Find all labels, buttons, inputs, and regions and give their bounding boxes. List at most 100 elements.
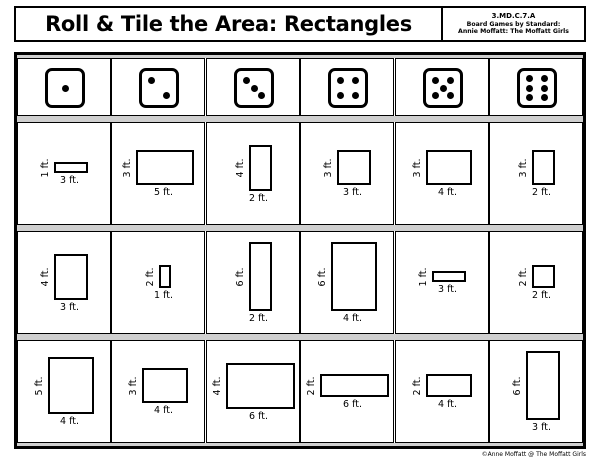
standard-code: 3.MD.C.7.A [491, 11, 536, 20]
area-card[interactable]: 4 ft.6 ft. [300, 231, 394, 334]
die-pip [336, 92, 344, 100]
area-card[interactable]: 2 ft.2 ft. [489, 231, 583, 334]
area-card[interactable]: 6 ft.2 ft. [300, 340, 394, 443]
area-card[interactable]: 2 ft.3 ft. [489, 122, 583, 225]
area-rectangle [159, 265, 171, 288]
game-board: 3 ft.1 ft.5 ft.3 ft.2 ft.4 ft.3 ft.3 ft.… [14, 52, 586, 449]
die-pip [336, 76, 344, 84]
die-pip [163, 92, 171, 100]
die-pip [541, 84, 549, 92]
area-rectangle [225, 362, 295, 409]
area-card[interactable]: 4 ft.2 ft. [395, 340, 489, 443]
width-label: 4 ft. [60, 416, 79, 428]
die-pip [447, 92, 455, 100]
die-pip [242, 76, 250, 84]
area-card[interactable]: 3 ft.1 ft. [395, 231, 489, 334]
die-six-icon [517, 68, 557, 108]
area-rectangle [531, 150, 555, 185]
width-label: 3 ft. [438, 284, 457, 296]
dice-cell [489, 58, 583, 116]
credit-text: ©Anne Moffatt @ The Moffatt Girls [481, 451, 586, 458]
area-card[interactable]: 3 ft.6 ft. [489, 340, 583, 443]
width-label: 2 ft. [532, 186, 551, 198]
dice-cell [300, 58, 394, 116]
area-rectangle [525, 351, 561, 420]
area-rectangle [319, 374, 389, 397]
dice-cell [17, 58, 111, 116]
author-label: Annie Moffatt: The Moffatt Girls [458, 28, 569, 36]
page-title: Roll & Tile the Area: Rectangles [16, 8, 443, 40]
width-label: 5 ft. [154, 186, 173, 198]
die-five-icon [423, 68, 463, 108]
header-box: Roll & Tile the Area: Rectangles 3.MD.C.… [14, 6, 586, 42]
width-label: 4 ft. [154, 404, 173, 416]
width-label: 2 ft. [249, 313, 268, 324]
die-pip [352, 76, 360, 84]
area-rectangle [431, 270, 467, 283]
die-pip [258, 92, 266, 100]
die-four-icon [328, 68, 368, 108]
width-label: 2 ft. [532, 290, 551, 301]
width-label: 3 ft. [60, 175, 79, 187]
area-card[interactable]: 6 ft.4 ft. [206, 340, 300, 443]
area-card[interactable]: 2 ft.6 ft. [206, 231, 300, 334]
area-card[interactable]: 1 ft.2 ft. [111, 231, 205, 334]
die-pip [431, 76, 439, 84]
width-label: 6 ft. [249, 410, 268, 422]
width-label: 3 ft. [60, 301, 79, 313]
area-rectangle [53, 253, 89, 300]
die-one-icon [45, 68, 85, 108]
die-three-icon [234, 68, 274, 108]
width-label: 4 ft. [343, 313, 362, 324]
dice-cell [111, 58, 205, 116]
band [14, 334, 586, 340]
area-card[interactable]: 3 ft.3 ft. [300, 122, 394, 225]
area-rectangle [136, 150, 194, 185]
band [14, 225, 586, 231]
die-pip [352, 92, 360, 100]
width-label: 4 ft. [438, 399, 457, 410]
die-pip [439, 84, 447, 92]
width-label: 6 ft. [343, 399, 362, 410]
width-label: 1 ft. [154, 290, 173, 301]
area-rectangle [248, 144, 272, 191]
dice-cell [206, 58, 300, 116]
area-card[interactable]: 4 ft.3 ft. [395, 122, 489, 225]
width-label: 2 ft. [249, 192, 268, 204]
width-label: 3 ft. [343, 186, 362, 198]
area-rectangle [331, 242, 377, 311]
area-rectangle [426, 374, 472, 397]
die-pip [250, 84, 258, 92]
die-two-icon [139, 68, 179, 108]
die-pip [431, 92, 439, 100]
die-pip [61, 84, 69, 92]
band [14, 52, 586, 58]
die-pip [147, 76, 155, 84]
die-pip [541, 94, 549, 102]
die-pip [525, 74, 533, 82]
area-rectangle [426, 150, 472, 185]
area-card[interactable]: 2 ft.4 ft. [206, 122, 300, 225]
area-rectangle [336, 150, 372, 185]
area-rectangle [142, 368, 188, 403]
area-card[interactable]: 4 ft.3 ft. [111, 340, 205, 443]
board-frame [14, 52, 586, 449]
die-pip [525, 94, 533, 102]
die-pip [541, 74, 549, 82]
area-rectangle [48, 356, 94, 415]
area-card[interactable]: 3 ft.1 ft. [17, 122, 111, 225]
standard-box: 3.MD.C.7.A Board Games by Standard: Anni… [443, 8, 584, 40]
area-rectangle [248, 242, 272, 311]
area-card[interactable]: 5 ft.3 ft. [111, 122, 205, 225]
area-rectangle [53, 161, 89, 174]
die-pip [447, 76, 455, 84]
series-label: Board Games by Standard: [466, 20, 561, 28]
area-card[interactable]: 3 ft.4 ft. [17, 231, 111, 334]
area-rectangle [531, 265, 555, 288]
die-pip [525, 84, 533, 92]
width-label: 4 ft. [438, 186, 457, 198]
band [14, 116, 586, 122]
area-card[interactable]: 4 ft.5 ft. [17, 340, 111, 443]
dice-cell [395, 58, 489, 116]
width-label: 3 ft. [532, 422, 551, 433]
